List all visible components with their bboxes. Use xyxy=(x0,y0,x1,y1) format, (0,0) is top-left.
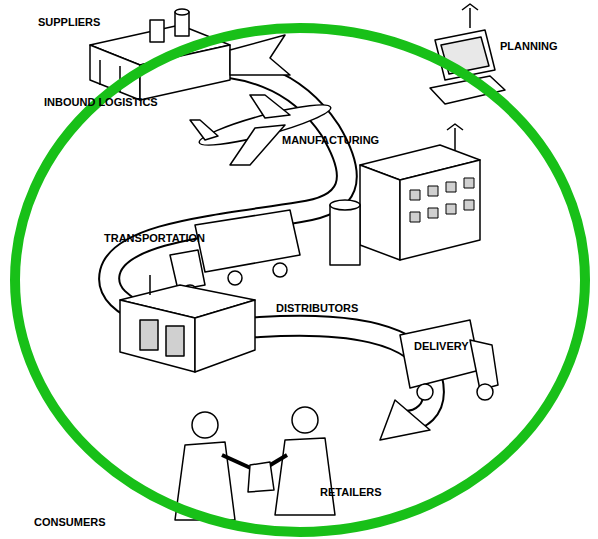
van-wheel xyxy=(417,384,433,400)
part-label: TRANSPORTATION xyxy=(104,232,205,245)
part-label: INBOUND LOGISTICS xyxy=(44,96,158,109)
green-circle xyxy=(15,28,585,532)
shopping-bag xyxy=(248,462,274,492)
van-cab xyxy=(470,340,498,390)
person-head xyxy=(292,407,318,433)
building-tower xyxy=(150,20,164,42)
truck-wheel xyxy=(228,271,242,285)
warehouse-side xyxy=(195,300,255,372)
antenna-signal xyxy=(447,124,463,130)
part-label: DELIVERY xyxy=(414,340,469,353)
factory-window xyxy=(446,182,456,192)
factory-front xyxy=(400,160,480,260)
tower-top xyxy=(175,9,189,15)
road-arrowhead xyxy=(380,400,430,440)
person-body xyxy=(275,438,335,515)
antenna xyxy=(454,128,456,150)
antenna xyxy=(469,8,471,28)
building-detail xyxy=(99,60,101,85)
factory-window xyxy=(428,208,438,218)
airplane-tail xyxy=(190,120,218,140)
part-label: SUPPLIERS xyxy=(38,16,100,29)
flag-ribbon xyxy=(230,35,290,75)
van-body xyxy=(400,320,480,388)
van-wheel xyxy=(477,384,493,400)
factory-tank xyxy=(330,205,360,265)
part-label: PLANNING xyxy=(500,40,557,53)
truck-wheel xyxy=(273,263,287,277)
warehouse-front xyxy=(120,300,195,372)
factory-side xyxy=(360,165,400,260)
factory-window xyxy=(446,204,456,214)
warehouse-door xyxy=(166,326,184,356)
tank-top xyxy=(330,200,360,210)
part-label: CONSUMERS xyxy=(34,516,106,529)
part-label: MANUFACTURING xyxy=(282,134,379,147)
factory-window xyxy=(410,212,420,222)
part-label: DISTRIBUTORS xyxy=(276,302,358,315)
factory-window xyxy=(464,178,474,188)
part-label: RETAILERS xyxy=(320,486,382,499)
factory-window xyxy=(410,190,420,200)
antenna xyxy=(149,275,151,295)
factory-window xyxy=(464,200,474,210)
airplane-wing xyxy=(230,125,285,165)
truck-trailer xyxy=(195,210,300,272)
factory-window xyxy=(428,186,438,196)
warehouse-door xyxy=(140,320,158,350)
antenna-signal xyxy=(462,4,478,10)
person-head xyxy=(192,412,218,438)
truck-cab xyxy=(170,250,205,290)
airplane-wing xyxy=(250,95,290,118)
